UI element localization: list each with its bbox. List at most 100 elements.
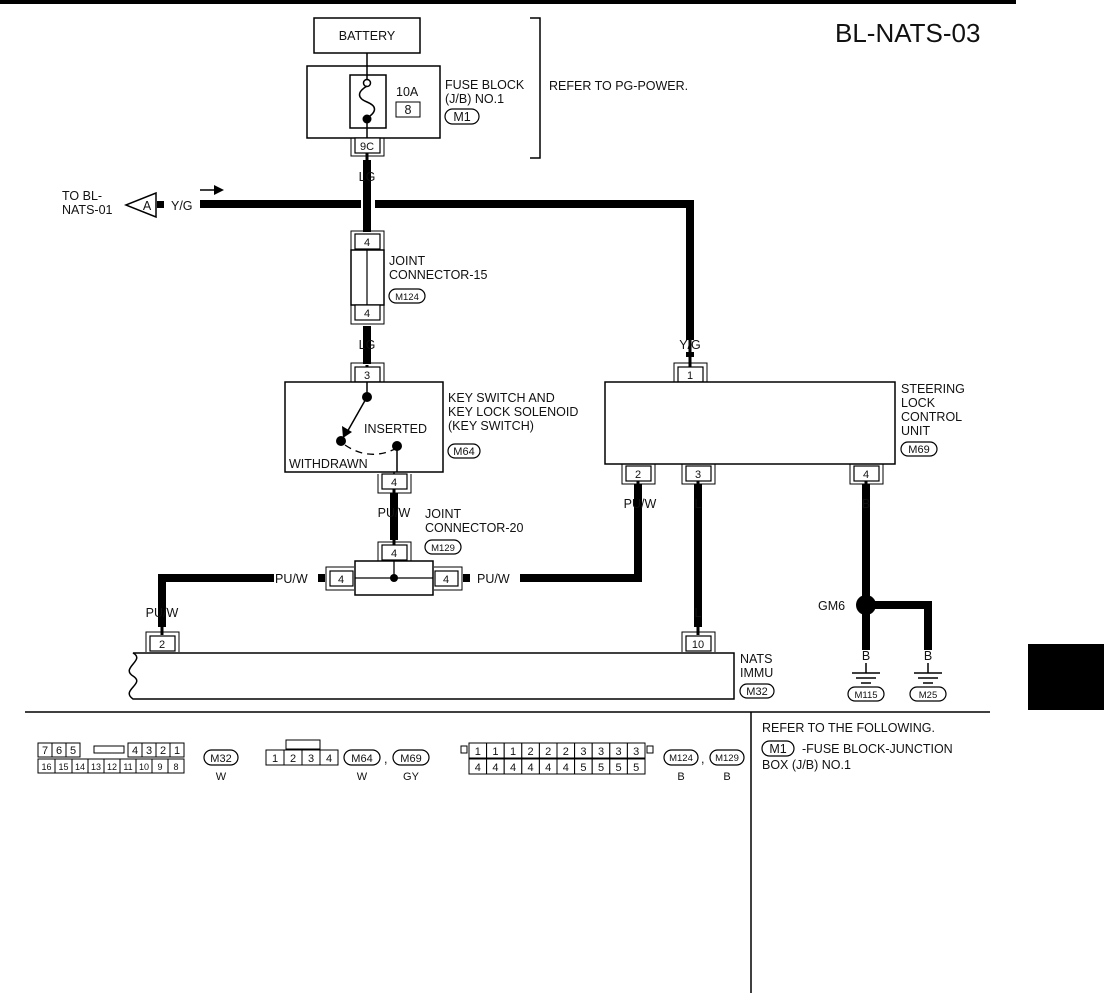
m32-pin: 13 (91, 762, 101, 772)
to-connector: A (143, 199, 152, 213)
fuse-number: 8 (405, 103, 412, 117)
m32-pin: 14 (75, 762, 85, 772)
jc15-pin-bottom: 4 (364, 308, 370, 320)
jc15-label-2: CONNECTOR-15 (389, 268, 487, 282)
ground-symbol-1-icon (852, 663, 880, 684)
ground-symbol-2-icon (914, 663, 942, 684)
m64-view-label: M64 (351, 753, 372, 765)
section-tab (1028, 644, 1104, 710)
wire-label-yg-right: Y/G (679, 338, 701, 352)
fuse-number-box (395, 101, 421, 118)
jc20-pin-left-box (329, 570, 354, 587)
m32-pin: 3 (146, 745, 152, 757)
ground2-conn: M25 (919, 690, 937, 701)
wire-b-gm6-g2 (872, 601, 932, 650)
m32-pin: 16 (41, 762, 51, 772)
wire-label-puw-nats: PU/W (146, 606, 179, 620)
m32-pin: 4 (132, 745, 138, 757)
jc-pin: 2 (528, 746, 534, 758)
fuse-block-conn-badge (444, 108, 480, 125)
slcu-conn-badge (900, 441, 938, 457)
m64-view-label-badge (343, 749, 381, 766)
m64-pin: 2 (290, 753, 296, 765)
fuse-block-conn: M1 (453, 110, 470, 124)
m32-pin-cell (167, 758, 185, 774)
jc-pin: 3 (580, 746, 586, 758)
ground1-conn: M115 (854, 690, 877, 701)
m32-lock-tab (93, 745, 125, 754)
refer-following: REFER TO THE FOLLOWING. (762, 721, 935, 735)
refer-bracket (530, 17, 541, 159)
jc-pin: 3 (616, 746, 622, 758)
to-text-2: NATS-01 (62, 203, 113, 217)
jc20-pin-right: 4 (443, 574, 449, 586)
ref-code-badge (761, 740, 795, 757)
m32-pin: 12 (107, 762, 117, 772)
ground1-conn-badge (847, 686, 885, 702)
slcu-pin4: 4 (863, 469, 869, 481)
jc-pin: 5 (598, 762, 604, 774)
comma-1: , (384, 752, 387, 766)
comma-2: , (701, 752, 704, 766)
to-connector-arrow (123, 191, 157, 219)
jc-pin: 2 (545, 746, 551, 758)
jc15-pin-top-box (354, 233, 381, 250)
jc20-pin-left: 4 (338, 574, 344, 586)
m69-view-color: GY (403, 771, 420, 783)
ground-point-icon (856, 595, 876, 615)
m32-pin: 9 (157, 762, 162, 772)
ks-pin-in: 3 (364, 370, 370, 382)
jc20-label-1: JOINT (425, 507, 461, 521)
wire-label-lg-mid: LG (359, 338, 376, 352)
nats-pin-right: 10 (692, 639, 704, 651)
fuse-terminal-box (354, 137, 381, 154)
jc15-pin-top: 4 (364, 237, 370, 249)
m129-view-color: B (723, 771, 730, 783)
nats-label-1: NATS (740, 652, 772, 666)
slcu-label-2: LOCK (901, 396, 936, 410)
fuse-terminal: 9C (360, 141, 374, 153)
jc-pin: 5 (633, 762, 639, 774)
jc-pin: 4 (475, 762, 481, 774)
wire-yg-slcu (375, 200, 694, 340)
m124-view-label: M124 (669, 753, 693, 764)
wire-label-lg-top: LG (359, 170, 376, 184)
ks-pin-out-box (381, 473, 408, 490)
wire-puw-left (158, 574, 274, 627)
slcu-pin1: 1 (687, 370, 693, 382)
m32-pin-cell (169, 742, 185, 758)
ks-inserted: INSERTED (364, 422, 427, 436)
wire-label-puw-slcu: PU/W (624, 497, 657, 511)
m129-view-label-badge (709, 749, 745, 766)
battery-label: BATTERY (339, 29, 396, 43)
wire-label-l-slcu: L (695, 497, 702, 511)
jc-pin: 4 (492, 762, 498, 774)
ref-desc-2: BOX (J/B) NO.1 (762, 758, 851, 772)
wire-label-b-g2: B (924, 649, 932, 663)
ground-point-label: GM6 (818, 599, 845, 613)
jc15-pin-bottom-box (354, 304, 381, 321)
wire-label-puw-left: PU/W (275, 572, 308, 586)
m32-pin: 10 (139, 762, 149, 772)
slcu-pin4-box (853, 465, 880, 482)
wires (158, 160, 932, 650)
m124-view-color: B (677, 771, 684, 783)
jc20-pin-top: 4 (391, 548, 397, 560)
slcu-pin2: 2 (635, 469, 641, 481)
m32-pin: 11 (123, 762, 132, 772)
jc-pin: 3 (598, 746, 604, 758)
slcu-label-4: UNIT (901, 424, 931, 438)
ks-conn-badge (447, 443, 481, 459)
slcu-conn: M69 (908, 444, 929, 456)
ks-conn: M64 (453, 446, 474, 458)
to-text-1: TO BL- (62, 189, 102, 203)
wire-label-l-nats: L (695, 606, 702, 620)
jc-pin: 4 (563, 762, 569, 774)
jc20-pin-right-box (434, 570, 459, 587)
jc-pin: 5 (580, 762, 586, 774)
m69-view-label-badge (392, 749, 430, 766)
m64-pin: 3 (308, 753, 314, 765)
jc20-pin-top-box (381, 544, 408, 561)
